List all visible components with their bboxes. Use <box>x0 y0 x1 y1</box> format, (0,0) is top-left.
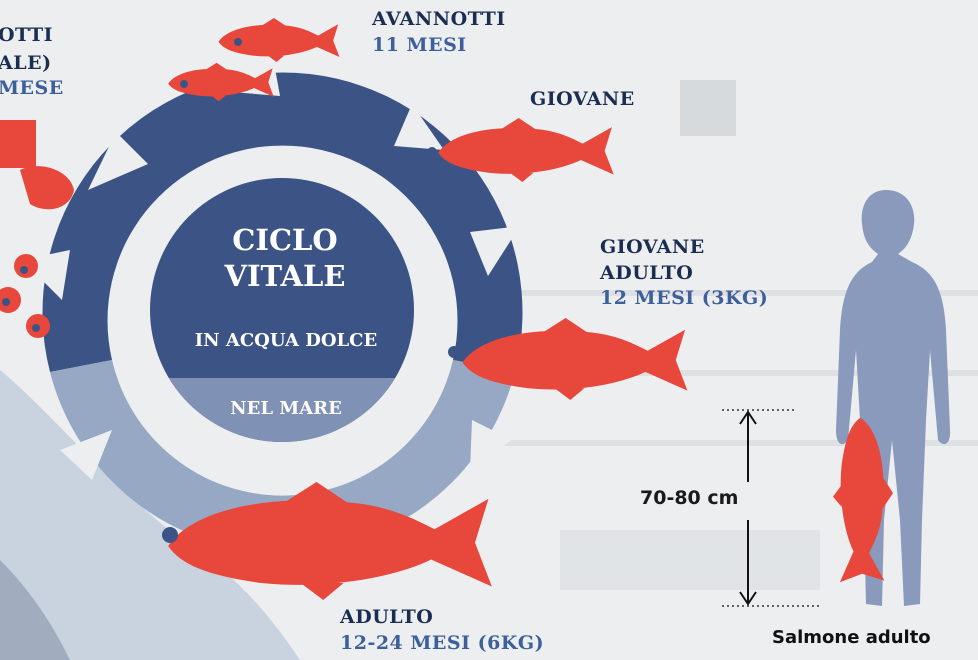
arrow-up-icon <box>739 410 757 425</box>
stage-label-alevins-age: MESE <box>0 77 64 99</box>
cycle-title-line1: CICLO <box>232 223 338 257</box>
length-measure-label: 70-80 cm <box>640 487 739 509</box>
cycle-title-line2: VITALE <box>224 259 346 293</box>
size-comparison <box>722 190 951 607</box>
background-icon-box <box>680 80 736 136</box>
fish-eyes <box>162 38 460 543</box>
center-disc-freshwater <box>150 178 414 442</box>
cycle-title: CICLO VITALE <box>170 222 400 294</box>
egg-icon <box>0 287 21 313</box>
eggs-stage <box>0 120 74 338</box>
shore-area <box>0 560 70 660</box>
stage-label-avannotti: AVANNOTTI <box>372 8 506 30</box>
ring-freshwater-segment <box>42 72 523 372</box>
background-print <box>460 80 978 590</box>
ring-sea-segment <box>50 360 515 553</box>
sea-area <box>0 370 300 660</box>
egg-icon <box>14 254 38 278</box>
comparison-caption: Salmone adulto <box>772 627 931 648</box>
arrow-down-icon <box>739 591 757 606</box>
background-headline-block <box>560 530 820 590</box>
background-text-line <box>460 290 978 296</box>
alevin-shape <box>0 120 36 168</box>
stage-label-avannotti-age: 11 MESI <box>372 34 467 56</box>
stage-label-giovane-adulto-line2: ADULTO <box>600 262 694 284</box>
sea-label: NEL MARE <box>230 398 342 419</box>
stage-label-adulto-age: 12-24 MESI (6KG) <box>340 632 545 654</box>
stage-label-alevins-line2: ALE) <box>0 52 52 74</box>
alevin-shape <box>20 166 74 210</box>
stage-label-adulto: ADULTO <box>340 606 434 628</box>
stage-label-giovane-adulto-line1: GIOVANE <box>600 236 705 258</box>
stage-label-giovane: GIOVANE <box>530 88 635 110</box>
background-text-line <box>470 370 978 376</box>
stage-label-alevins-line1: OTTI <box>0 24 54 46</box>
freshwater-label: IN ACQUA DOLCE <box>194 330 378 351</box>
background-text-line <box>500 440 978 446</box>
stage-label-giovane-adulto-age: 12 MESI (3KG) <box>600 287 769 309</box>
egg-nuclei <box>2 266 40 332</box>
